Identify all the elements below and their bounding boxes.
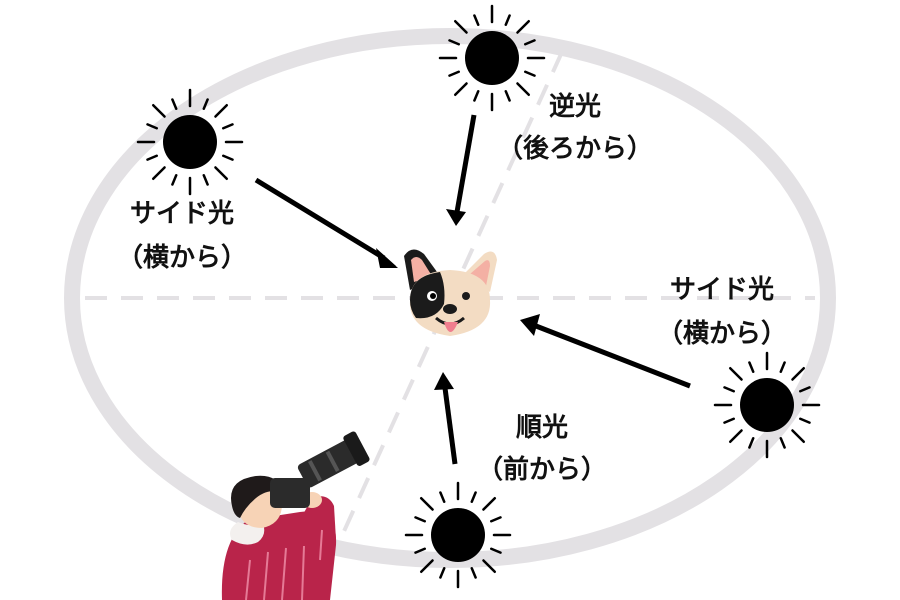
sun-ray xyxy=(222,154,234,161)
sun-ray xyxy=(414,547,426,554)
arrowhead-side-right-light xyxy=(520,314,540,336)
camera-body xyxy=(270,478,310,508)
sun-core xyxy=(465,31,519,85)
sun-ray xyxy=(524,70,536,77)
sun-ray xyxy=(151,103,166,118)
sun-ray xyxy=(214,103,229,118)
sun-ray xyxy=(490,516,502,523)
sun-ray xyxy=(171,98,178,110)
label-front-title: 順光 xyxy=(516,413,568,443)
sun-ray xyxy=(439,491,446,503)
dog-left-pupil xyxy=(430,293,436,299)
sun-ray xyxy=(504,14,511,26)
sun-ray xyxy=(779,437,786,449)
label-side-left-title: サイド光 xyxy=(130,199,234,229)
sun-core xyxy=(163,115,217,169)
sun-ray xyxy=(473,14,480,26)
sun-ray xyxy=(791,429,806,444)
sun-ray xyxy=(723,417,735,424)
label-side-left-sub: （横から） xyxy=(117,243,247,273)
sun-ray xyxy=(524,39,536,46)
sun-ray xyxy=(202,174,209,186)
dog-face-icon xyxy=(404,249,497,336)
label-back-sub: （後ろから） xyxy=(497,133,653,164)
sun-ray xyxy=(222,123,234,130)
arrow-front-light xyxy=(442,387,458,465)
sun-ray xyxy=(748,437,755,449)
sun-ray xyxy=(453,19,468,34)
sun-ray xyxy=(490,547,502,554)
sun-ray xyxy=(419,496,434,511)
sun-ray xyxy=(414,516,426,523)
sun-ray xyxy=(482,559,497,574)
dog-tongue xyxy=(444,322,458,332)
arrow-side-right-light xyxy=(535,323,691,389)
dog-right-eye xyxy=(462,292,470,300)
arrow-side-left-light xyxy=(254,177,386,261)
label-side-right-title: サイド光 xyxy=(670,275,774,305)
sun-ray xyxy=(728,366,743,381)
dog-nose xyxy=(443,304,457,314)
jacket-stripes xyxy=(245,529,323,600)
arrowhead-front-light xyxy=(434,372,454,390)
photographer-collar xyxy=(230,522,265,545)
label-back-title: 逆光 xyxy=(549,91,601,122)
sun-ray xyxy=(146,123,158,130)
label-front-sub: （前から） xyxy=(477,454,607,485)
sun-ray xyxy=(470,567,477,579)
sun-ray xyxy=(723,386,735,393)
sun-icon xyxy=(404,481,512,589)
camera-lens xyxy=(297,431,370,488)
arrowhead-side-left-light-fill xyxy=(376,248,398,268)
sun-ray xyxy=(448,39,460,46)
sun-core xyxy=(740,378,794,432)
sun-ray xyxy=(799,417,811,424)
sun-icon xyxy=(713,351,821,459)
dog-right-ear-inner xyxy=(470,260,490,286)
photographer-arm xyxy=(300,496,336,556)
sun-icon xyxy=(438,4,546,112)
sun-ray xyxy=(516,82,531,97)
sun-ray xyxy=(171,174,178,186)
sun-ray xyxy=(504,90,511,102)
arrowhead-back-light xyxy=(446,209,466,226)
sun-ray xyxy=(728,429,743,444)
photographer-icon xyxy=(221,431,370,600)
sun-ray xyxy=(470,491,477,503)
sun-ray xyxy=(779,361,786,373)
arrows xyxy=(254,114,691,465)
sun-ray xyxy=(799,386,811,393)
sun-ray xyxy=(439,567,446,579)
sun-ray xyxy=(151,166,166,181)
sun-ray xyxy=(419,559,434,574)
sun-icon xyxy=(136,88,244,196)
label-side-right-sub: （横から） xyxy=(657,319,787,349)
sun-ray xyxy=(146,154,158,161)
sun-ray xyxy=(202,98,209,110)
sun-ray xyxy=(791,366,806,381)
sun-ray xyxy=(748,361,755,373)
sun-core xyxy=(431,508,485,562)
sun-ray xyxy=(214,166,229,181)
sun-ray xyxy=(473,90,480,102)
arrow-back-light xyxy=(454,114,477,213)
sun-ray xyxy=(448,70,460,77)
sun-ray xyxy=(516,19,531,34)
sun-ray xyxy=(482,496,497,511)
sun-ray xyxy=(453,82,468,97)
